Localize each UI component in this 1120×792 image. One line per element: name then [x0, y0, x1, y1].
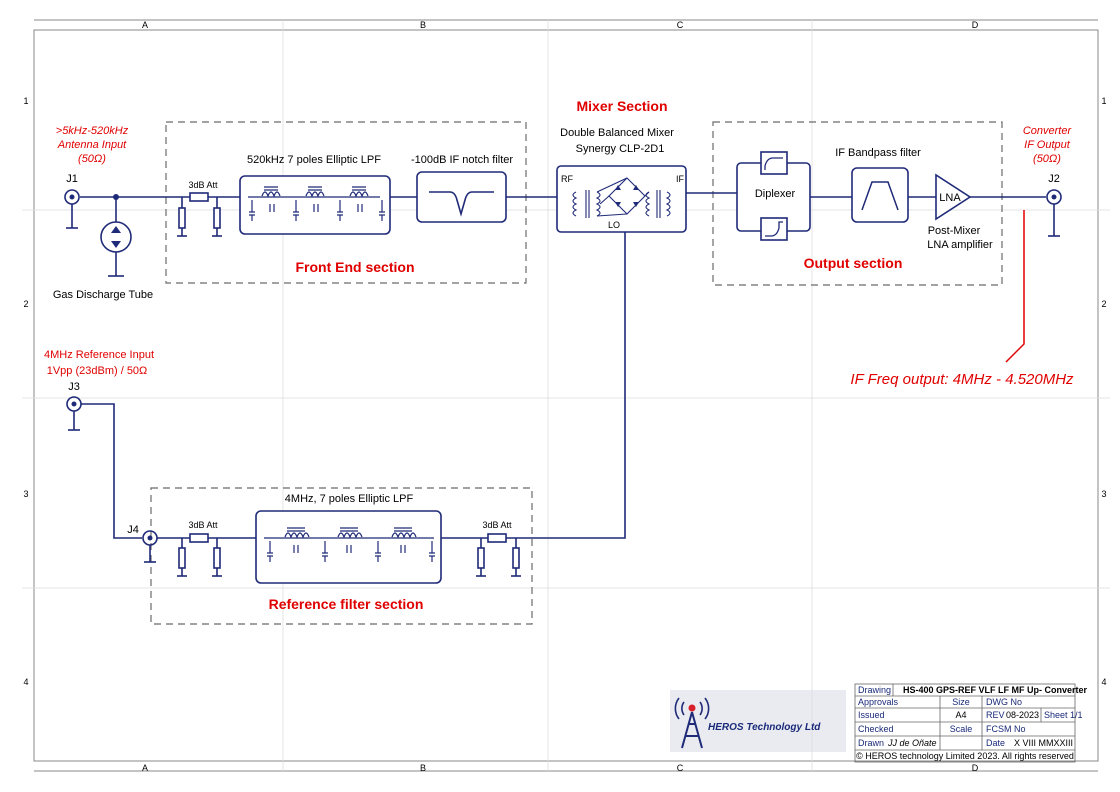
title-block-drawn-label: Drawn — [858, 738, 884, 748]
column-label-d: D — [972, 20, 979, 30]
notch-filter-block — [416, 171, 507, 223]
title-block-dwg-no-label: DWG No — [986, 697, 1022, 707]
title-block-date-value: X VIII MMXXIII — [1014, 738, 1073, 748]
j4-designator: J4 — [127, 524, 139, 536]
if-bandpass-block — [851, 167, 909, 223]
front-attenuator — [177, 192, 222, 237]
lna-label-line1: Post-Mixer — [928, 225, 981, 237]
reference-lpf-block — [255, 510, 442, 584]
row-label-3-right: 3 — [1101, 489, 1106, 499]
row-label-4: 4 — [23, 677, 28, 687]
reference-attenuator-out — [476, 533, 521, 577]
output-section-title: Output section — [804, 255, 903, 271]
title-block-copyright: © HEROS technology Limited 2023. All rig… — [856, 751, 1074, 761]
row-label-2: 2 — [23, 299, 28, 309]
if-freq-leader-line — [1005, 210, 1025, 363]
front-lpf-block — [239, 175, 391, 235]
title-block-drawing-label: Drawing — [858, 685, 891, 695]
title-block-drawn-value: JJ de Oñate — [887, 738, 937, 748]
mixer-lo-port-label: LO — [608, 220, 620, 230]
j2-connector — [1046, 189, 1062, 237]
reference-section-title: Reference filter section — [269, 596, 424, 612]
row-label-4-right: 4 — [1101, 677, 1106, 687]
mixer-section-title: Mixer Section — [576, 98, 667, 114]
reference-attenuator-out-label: 3dB Att — [482, 520, 512, 530]
column-label-c-bottom: C — [677, 763, 684, 773]
column-labels: A B C D A B C D — [142, 20, 979, 773]
title-block-fcsm-label: FCSM No — [986, 724, 1026, 734]
mixer-if-port-label: IF — [676, 174, 685, 184]
title-block-approvals-label: Approvals — [858, 697, 899, 707]
front-attenuator-label: 3dB Att — [188, 180, 218, 190]
row-label-1: 1 — [23, 96, 28, 106]
column-label-b: B — [420, 20, 426, 30]
notch-filter-label: -100dB IF notch filter — [411, 154, 513, 166]
heros-logo-text: HEROS Technology Ltd — [708, 722, 821, 733]
if-freq-note: IF Freq output: 4MHz - 4.520MHz — [850, 371, 1074, 388]
heros-logo: HEROS Technology Ltd — [670, 690, 846, 752]
title-block-issued-label: Issued — [858, 710, 885, 720]
converter-output-line2: IF Output — [1024, 139, 1071, 151]
converter-output-line3: (50Ω) — [1033, 153, 1061, 165]
reference-section-box — [150, 487, 533, 625]
column-label-d-bottom: D — [972, 763, 979, 773]
j3-designator: J3 — [68, 381, 80, 393]
title-block-size-value: A4 — [955, 710, 966, 720]
converter-output-line1: Converter — [1023, 125, 1073, 137]
drawing-frame — [22, 19, 1110, 772]
front-end-section-title: Front End section — [296, 259, 415, 275]
mixer-label-line1: Double Balanced Mixer — [560, 127, 674, 139]
reference-attenuator-in — [177, 533, 222, 577]
title-block-date-label: Date — [986, 738, 1005, 748]
title-block — [854, 683, 1076, 763]
mixer-rf-port-label: RF — [561, 174, 573, 184]
mixer-label-line2: Synergy CLP-2D1 — [576, 143, 665, 155]
j3-connector — [66, 396, 142, 539]
row-label-2-right: 2 — [1101, 299, 1106, 309]
mixer-block — [556, 165, 687, 233]
main-signal-wires — [80, 192, 1046, 200]
title-block-rev-label: REV — [986, 710, 1005, 720]
antenna-input-line3: (50Ω) — [78, 153, 106, 165]
title-block-size-label: Size — [952, 697, 970, 707]
diplexer-block — [736, 151, 811, 241]
column-label-b-bottom: B — [420, 763, 426, 773]
row-label-1-right: 1 — [1101, 96, 1106, 106]
row-labels: 1 2 3 4 1 2 3 4 — [23, 96, 1106, 687]
title-block-drawing-value: HS-400 GPS-REF VLF LF MF Up- Converter — [903, 685, 1088, 695]
j1-connector — [64, 189, 80, 229]
diplexer-label: Diplexer — [755, 188, 796, 200]
reference-attenuator-in-label: 3dB Att — [188, 520, 218, 530]
j4-connector — [142, 530, 158, 563]
front-end-section-box — [165, 121, 527, 284]
j2-designator: J2 — [1048, 173, 1060, 185]
antenna-input-line2: Antenna Input — [57, 139, 127, 151]
reference-input-line1: 4MHz Reference Input — [44, 349, 154, 361]
reference-input-line2: 1Vpp (23dBm) / 50Ω — [47, 365, 148, 377]
row-label-3: 3 — [23, 489, 28, 499]
column-label-c: C — [677, 20, 684, 30]
column-label-a: A — [142, 20, 148, 30]
gas-discharge-tube — [100, 197, 132, 277]
title-block-scale-label: Scale — [950, 724, 973, 734]
lna-label-line2: LNA amplifier — [927, 239, 993, 251]
j1-designator: J1 — [66, 173, 78, 185]
if-bandpass-label: IF Bandpass filter — [835, 147, 921, 159]
lna-symbol-label: LNA — [939, 192, 961, 204]
gas-discharge-tube-label: Gas Discharge Tube — [53, 289, 153, 301]
lna-amplifier — [935, 173, 972, 221]
title-block-sheet-value: Sheet 1/1 — [1044, 710, 1083, 720]
title-block-checked-label: Checked — [858, 724, 894, 734]
front-lpf-label: 520kHz 7 poles Elliptic LPF — [247, 154, 381, 166]
column-label-a-bottom: A — [142, 763, 148, 773]
output-section-box — [712, 121, 1003, 286]
antenna-input-line1: >5kHz-520kHz — [56, 125, 129, 137]
reference-lpf-label: 4MHz, 7 poles Elliptic LPF — [285, 493, 414, 505]
title-block-rev-value: 08-2023 — [1006, 710, 1039, 720]
